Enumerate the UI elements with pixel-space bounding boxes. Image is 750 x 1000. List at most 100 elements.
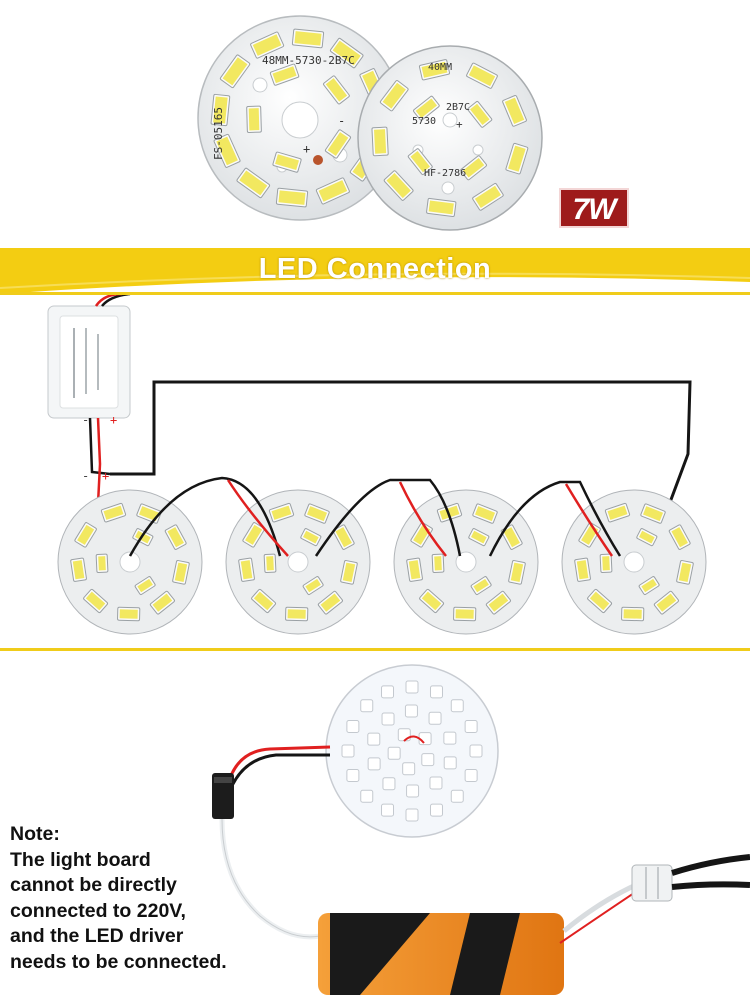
led-chip	[402, 762, 416, 776]
led-chip	[360, 699, 374, 713]
led-chip	[251, 588, 277, 614]
led-chip	[406, 784, 420, 798]
led-chip	[329, 37, 364, 69]
led-chip	[676, 560, 694, 585]
led-chip	[599, 553, 613, 574]
led-chip	[472, 503, 498, 524]
led-chip	[272, 151, 302, 173]
wire-connector	[212, 773, 234, 819]
note-text: Note: The light board cannot be directly…	[10, 822, 310, 975]
note-line-3: connected to 220V,	[10, 899, 186, 922]
separator-bottom	[0, 648, 750, 651]
led-chip	[413, 95, 440, 121]
section-banner	[0, 248, 750, 294]
separator-top	[0, 292, 750, 295]
led-chip	[406, 557, 423, 582]
led-chip	[469, 744, 483, 758]
led-chip	[95, 553, 109, 574]
led-chip	[387, 746, 401, 760]
led-chip	[83, 588, 109, 614]
orange-led-driver	[318, 913, 564, 995]
led-chip	[485, 590, 511, 615]
led-chip	[640, 503, 666, 524]
led-chip	[236, 167, 271, 199]
led-chip	[100, 502, 127, 523]
led-chip	[429, 803, 443, 817]
led-chip	[346, 720, 360, 734]
large-board-label: 48MM-5730-2B7C	[262, 54, 355, 67]
note-line-5: needs to be connected.	[10, 950, 227, 973]
led-chip	[429, 776, 443, 790]
note-line-4: and the LED driver	[10, 925, 184, 947]
note-title: Note:	[10, 823, 60, 845]
led-chip	[149, 590, 175, 615]
note-line-1: The light board	[10, 848, 151, 871]
small-board-size: 40MM	[428, 62, 452, 73]
led-chip	[238, 557, 255, 582]
led-chip	[429, 685, 443, 699]
led-chip	[367, 732, 381, 746]
terminal-block	[631, 864, 673, 902]
led-chip	[450, 789, 464, 803]
led-chip	[383, 170, 414, 201]
diagram-led-board	[561, 489, 707, 635]
large-board-minus: -	[338, 114, 345, 128]
led-chip	[341, 744, 355, 758]
wiring-diagram: - + - +	[47, 294, 707, 635]
diagram-led-board	[393, 489, 539, 635]
large-led-board: 48MM-5730-2B7C FS-05165 + -	[197, 15, 403, 221]
led-chip	[468, 528, 490, 547]
note-line-2: cannot be directly	[10, 874, 177, 896]
led-chip	[324, 129, 351, 159]
led-chip	[70, 557, 87, 582]
led-chip	[421, 753, 435, 767]
led-chip	[323, 75, 350, 105]
led-chip	[426, 197, 457, 217]
led-chip	[470, 576, 492, 595]
led-chip	[210, 93, 231, 127]
led-chip	[275, 187, 309, 208]
led-chip	[219, 54, 251, 89]
led-chip	[360, 789, 374, 803]
led-chip	[460, 155, 487, 181]
led-chip	[346, 768, 360, 782]
led-chip	[574, 557, 591, 582]
led-chip	[315, 177, 350, 205]
led-chip	[381, 712, 395, 726]
driver-plus-label: +	[110, 413, 117, 427]
led-chip	[418, 59, 450, 81]
led-chip	[304, 503, 330, 524]
led-driver-module	[47, 305, 131, 419]
led-chip	[505, 142, 529, 175]
power-badge: 7W	[559, 188, 629, 228]
led-chip	[405, 680, 419, 694]
round-led-board	[325, 664, 499, 838]
product-photo-area: 48MM-5730-2B7C FS-05165 + - 40MM 2B7C 57…	[0, 0, 750, 245]
led-chip	[472, 183, 504, 211]
led-chip	[268, 502, 295, 523]
led-chip	[466, 62, 498, 89]
led-chip	[464, 768, 478, 782]
led-chip	[508, 560, 526, 585]
led-chip	[269, 63, 300, 86]
driver-minus-label: -	[82, 413, 89, 427]
led-chip	[443, 731, 457, 745]
led-chip	[213, 133, 241, 168]
led-chip	[332, 524, 355, 550]
small-led-board: 40MM 2B7C 5730 + HF-2786	[357, 45, 543, 231]
led-chip	[668, 524, 691, 550]
output-minus-label: -	[82, 469, 89, 483]
driver-connection-photo	[212, 664, 750, 995]
led-chip	[450, 699, 464, 713]
diagram-led-board	[225, 489, 371, 635]
section-title: LED Connection	[258, 253, 492, 285]
led-chip	[431, 553, 445, 574]
led-chip	[367, 757, 381, 771]
small-board-plus: +	[456, 118, 463, 131]
led-chip	[263, 553, 277, 574]
led-chip	[291, 28, 325, 49]
led-chip	[604, 502, 631, 523]
led-chip	[250, 31, 285, 59]
led-chip	[172, 560, 190, 585]
led-chip	[164, 524, 187, 550]
